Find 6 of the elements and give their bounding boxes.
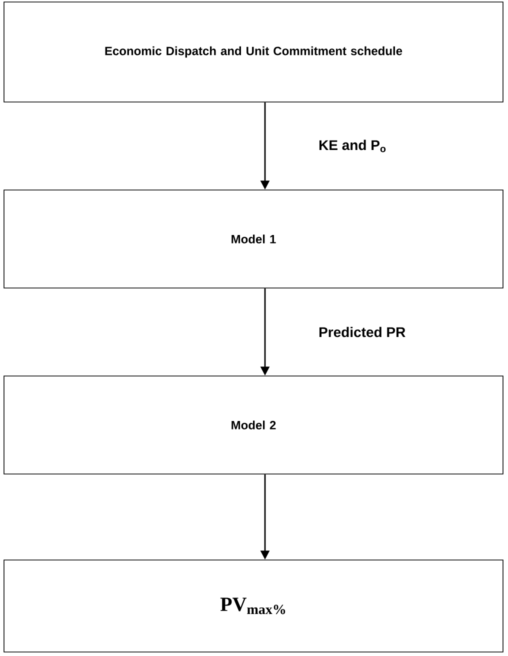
process-box: Economic Dispatch and Unit Commitment schedule [4,2,504,102]
process-box: Model 2 [4,376,504,474]
edge-label: KE and P$_{o}$ [319,140,386,152]
process-box: PV$_{max%}$ [4,560,504,652]
edge-label: Predicted PR [319,326,406,338]
process-box: Model 1 [4,190,504,288]
